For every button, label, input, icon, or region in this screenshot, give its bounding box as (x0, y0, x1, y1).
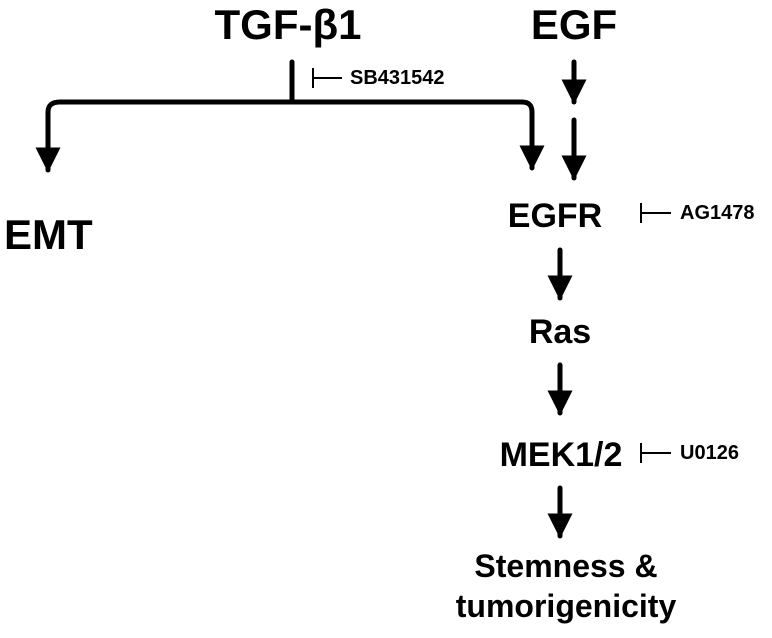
node-stemness: Stemness & tumorigenicity (456, 546, 676, 626)
node-egfr: EGFR (507, 197, 603, 235)
tgf-to-egfr-arrow (45, 99, 545, 171)
inhibitor-symbols (312, 68, 671, 463)
stemness-line-2: tumorigenicity (455, 588, 677, 624)
node-ras: Ras (528, 313, 592, 351)
inhibitor-u0126: U0126 (680, 442, 739, 464)
inhibitor-ag1478: AG1478 (680, 202, 755, 224)
node-mek: MEK1/2 (499, 436, 623, 474)
inhibitor-sb431542: SB431542 (350, 67, 445, 89)
node-emt: EMT (4, 211, 93, 258)
tgf-branch-connector (35, 59, 545, 173)
stemness-line-1: Stemness & (474, 548, 658, 584)
node-tgf-beta1: TGF-β1 (214, 1, 362, 48)
node-egf: EGF (530, 1, 618, 48)
